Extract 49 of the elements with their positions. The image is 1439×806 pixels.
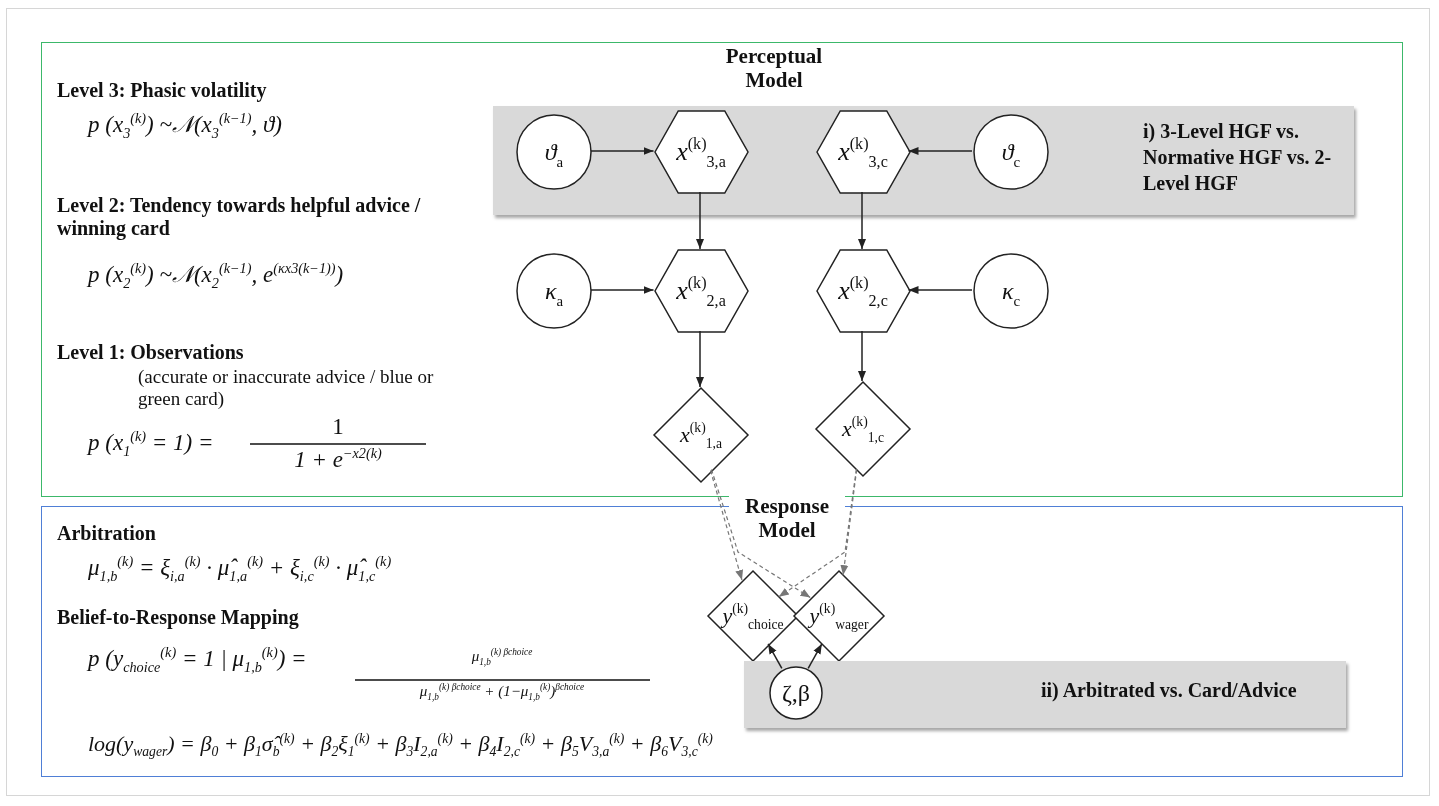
formula: μ$_{1,b}$$^{(k) βchoice}$ + (1−μ$_{1,b}$$^{(k)}$)$^{βchoice}$ bbox=[418, 683, 586, 701]
arrow bbox=[858, 330, 866, 382]
observation-diamond bbox=[654, 388, 748, 482]
arrow bbox=[778, 468, 857, 598]
arrow bbox=[767, 643, 783, 670]
parameter-circle bbox=[769, 666, 823, 720]
condition-label: ii) Arbitrated vs. Card/Advice bbox=[1041, 678, 1298, 703]
fraction-numerator: 1 bbox=[331, 414, 345, 441]
state-hexagon bbox=[654, 250, 748, 332]
parameter-circle bbox=[973, 253, 1049, 329]
section-heading: Level 2: Tendency towards helpful advice / winning card bbox=[57, 194, 422, 240]
arrow bbox=[696, 191, 704, 250]
arrow bbox=[858, 191, 866, 250]
parameter-circle bbox=[516, 253, 592, 329]
node-label: ζ,β bbox=[781, 679, 811, 707]
state-hexagon bbox=[654, 111, 748, 193]
arrow bbox=[807, 643, 823, 670]
arrow bbox=[590, 286, 655, 294]
node-label: κ$_{a}$ bbox=[544, 277, 564, 305]
condition-label: i) 3-Level HGF vs. Normative HGF vs. 2-Level HGF bbox=[1143, 119, 1333, 196]
observation-diamond bbox=[816, 382, 910, 476]
arrow bbox=[840, 469, 858, 576]
formula: p (x$_{3}$$^{(k)}$) ~𝒩(x$_{3}$$^{(k−1)}$, ϑ) bbox=[88, 112, 283, 139]
parameter-circle bbox=[516, 114, 592, 190]
arrow bbox=[710, 468, 811, 599]
formula: p (x$_{2}$$^{(k)}$) ~𝒩(x$_{2}$$^{(k−1)}$, e$^{(κx3(k−1))}$) bbox=[88, 262, 345, 289]
arrow bbox=[696, 330, 704, 388]
state-hexagon bbox=[816, 250, 910, 332]
response-diamond bbox=[708, 571, 798, 661]
formula: p (x$_{1}$$^{(k)}$ = 1) = bbox=[88, 430, 215, 457]
node-label: ϑ$_{a}$ bbox=[544, 138, 564, 166]
section-heading: Level 1: Observations bbox=[57, 341, 245, 364]
arrow bbox=[590, 147, 655, 155]
state-hexagon bbox=[816, 111, 910, 193]
condition-band bbox=[744, 661, 1346, 728]
node-label: κ$_{c}$ bbox=[1001, 277, 1021, 305]
arrow bbox=[907, 147, 973, 155]
arrow bbox=[907, 286, 973, 294]
condition-band bbox=[493, 106, 1354, 215]
section-heading: Level 3: Phasic volatility bbox=[57, 79, 268, 102]
arrow bbox=[709, 469, 744, 581]
parameter-circle bbox=[973, 114, 1049, 190]
node-label: ϑ$_{c}$ bbox=[1001, 138, 1021, 166]
formula: p (y$_{choice}$$^{(k)}$ = 1 | μ$_{1,b}$$^{(k)}$) = bbox=[88, 646, 308, 673]
note-text: (accurate or inaccurate advice / blue or green card) bbox=[138, 366, 435, 410]
section-heading: Arbitration bbox=[57, 522, 157, 545]
formula: 1 + e$^{−x2(k)}$ bbox=[293, 447, 383, 474]
section-heading: Belief-to-Response Mapping bbox=[57, 606, 300, 629]
model-panel bbox=[41, 42, 1403, 497]
